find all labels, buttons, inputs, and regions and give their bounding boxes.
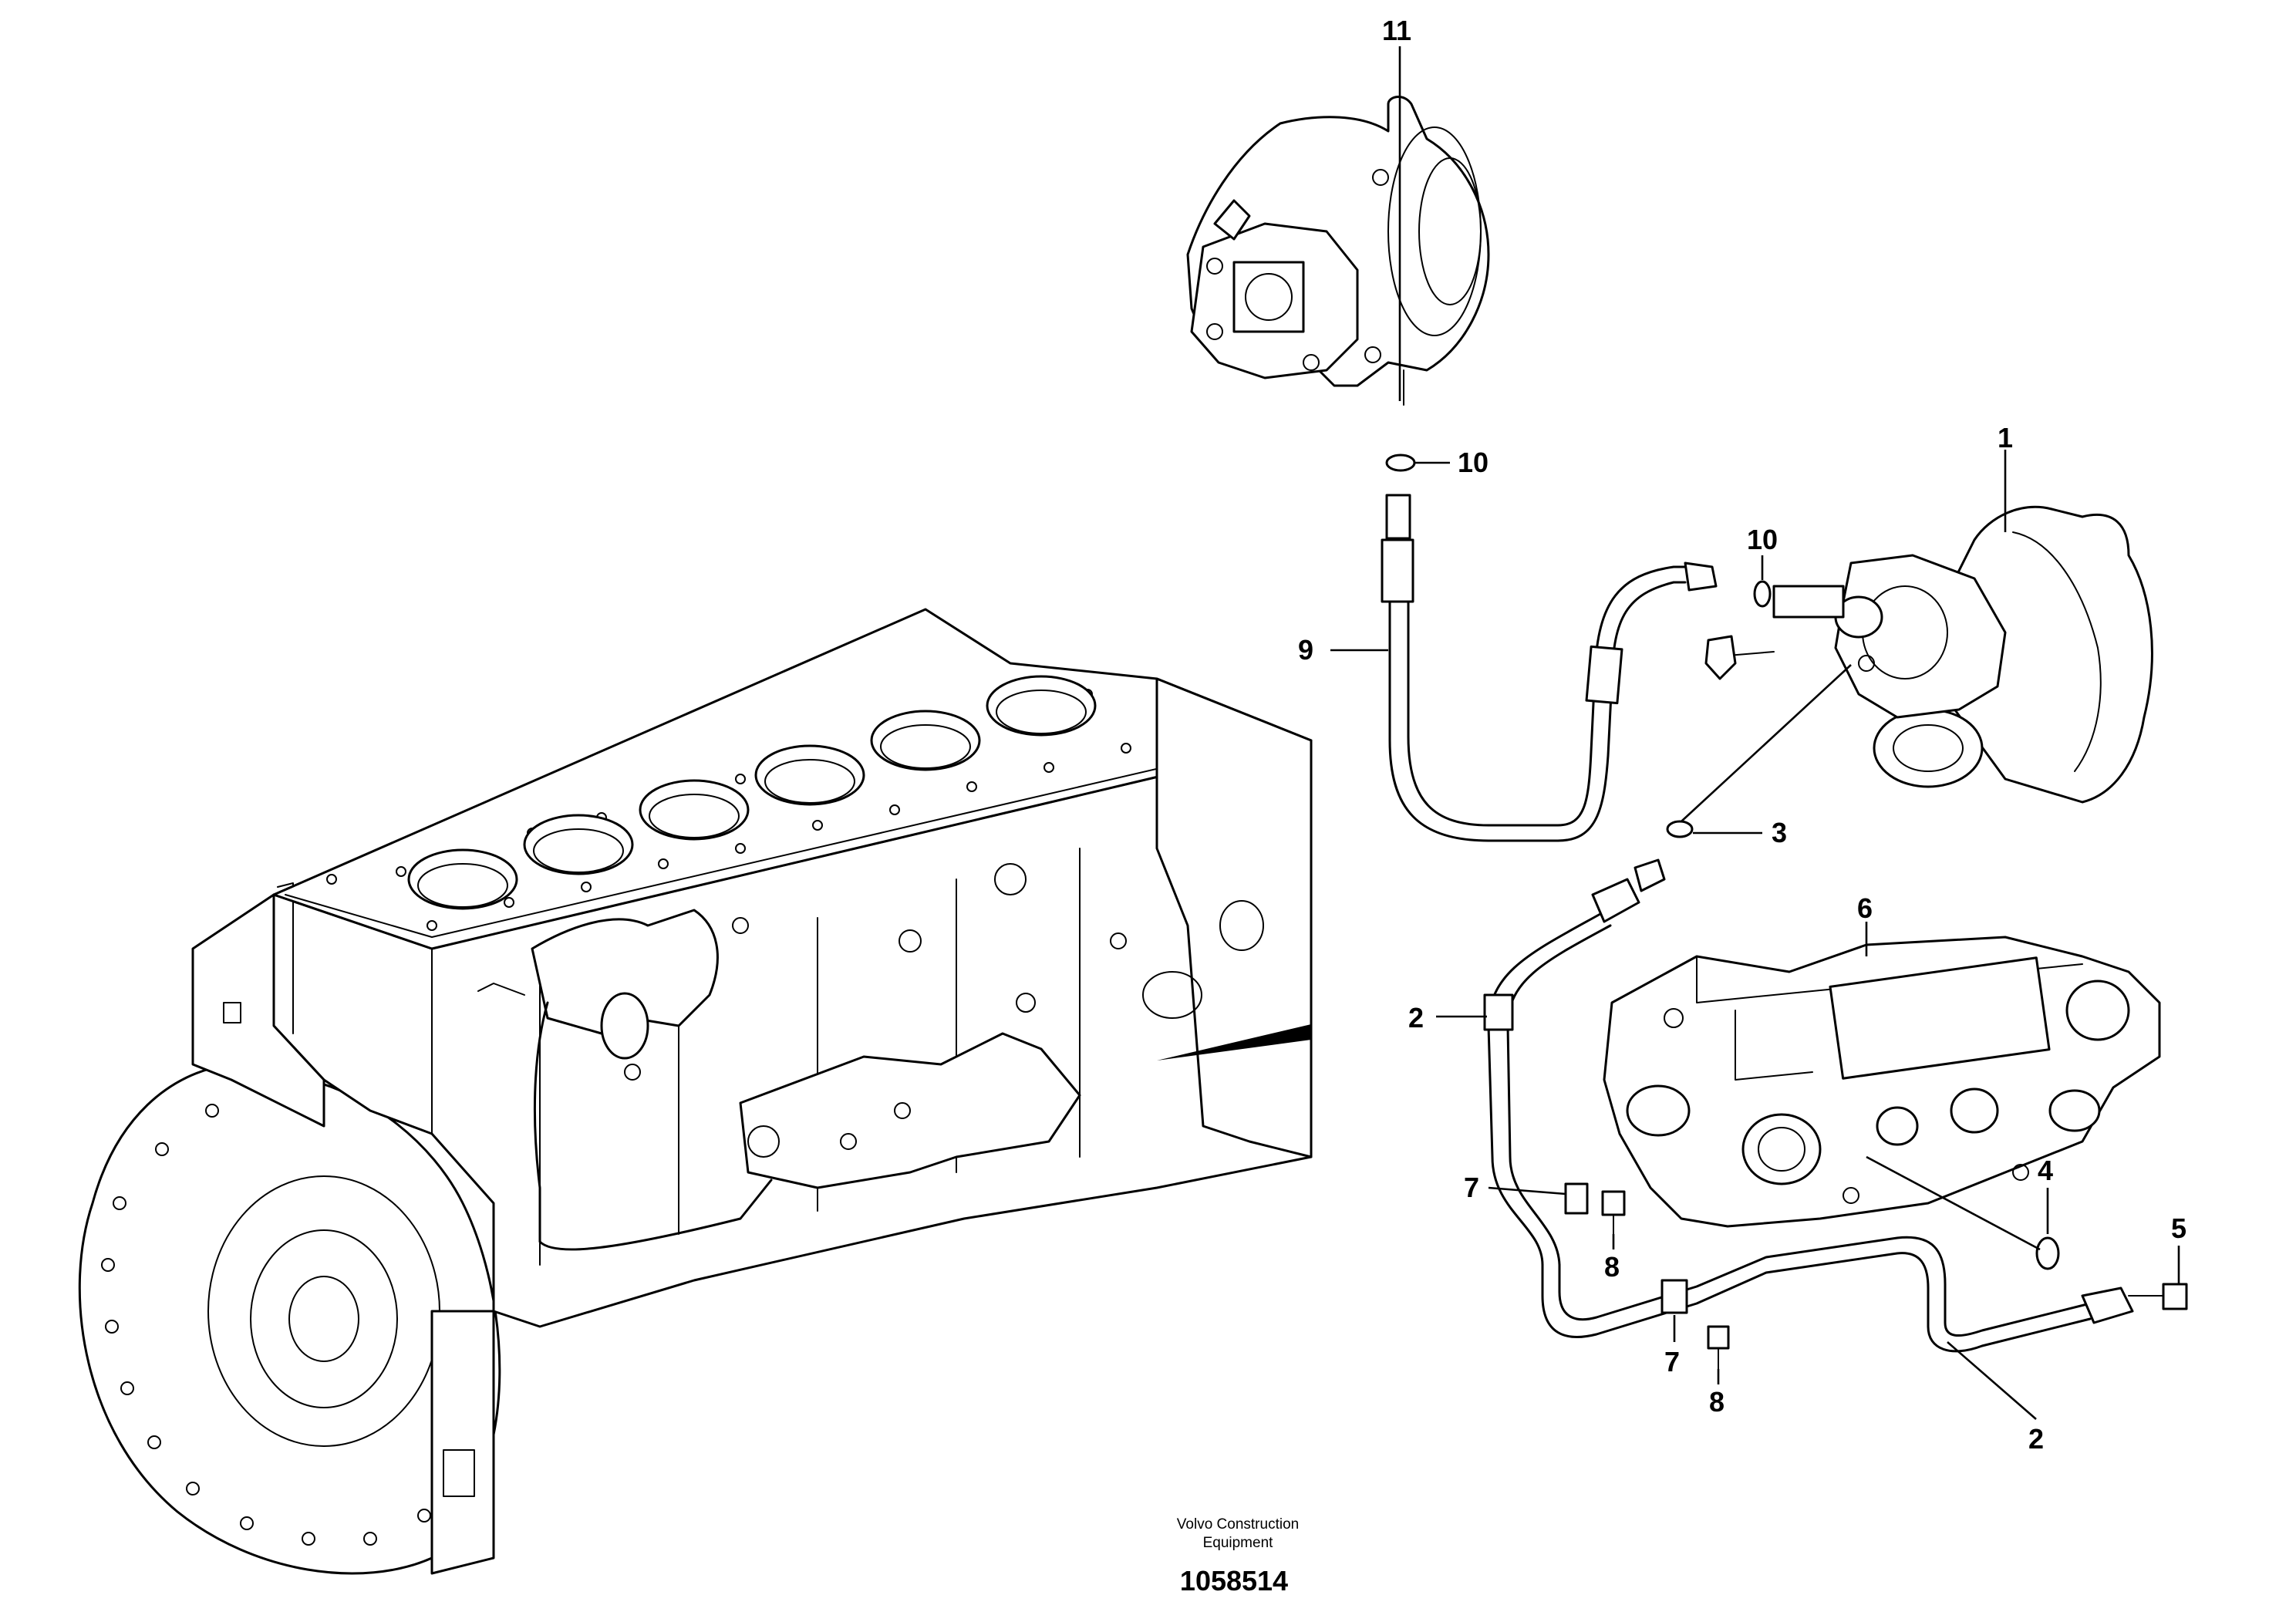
bolt-part-8-upper bbox=[1601, 1190, 1626, 1235]
brand-line-1: Volvo Construction bbox=[1177, 1516, 1299, 1533]
cylinder-bores bbox=[407, 675, 1097, 910]
callout-11: 11 bbox=[1382, 15, 1411, 46]
callout-1: 1 bbox=[1998, 422, 2013, 454]
callout-8-lower: 8 bbox=[1709, 1386, 1725, 1418]
drawing-number: 1058514 bbox=[1180, 1565, 1288, 1597]
washer-part-10-lower bbox=[1753, 580, 1772, 608]
bolt-part-5 bbox=[2128, 1283, 2188, 1310]
callout-3: 3 bbox=[1772, 817, 1787, 848]
detail-pointer-arrow bbox=[1157, 1024, 1311, 1061]
callout-7-upper: 7 bbox=[1464, 1172, 1479, 1203]
component-part-1 bbox=[1704, 505, 2153, 804]
leader-lines bbox=[1330, 46, 2180, 1420]
washer-part-4 bbox=[2035, 1236, 2060, 1270]
callout-4: 4 bbox=[2038, 1155, 2053, 1186]
callout-10-upper: 10 bbox=[1458, 447, 1489, 478]
housing-bolts bbox=[101, 1104, 431, 1546]
pump-part-11 bbox=[1186, 96, 1490, 406]
pipe-part-2 bbox=[1483, 858, 2134, 1353]
callout-2-upper: 2 bbox=[1408, 1002, 1424, 1034]
callout-9: 9 bbox=[1298, 634, 1313, 666]
bolt-part-8-lower bbox=[1707, 1325, 1730, 1370]
callout-5: 5 bbox=[2171, 1212, 2186, 1244]
hose-part-9 bbox=[1381, 494, 1718, 842]
washer-part-10-upper bbox=[1385, 454, 1416, 472]
callout-7-lower: 7 bbox=[1664, 1346, 1680, 1378]
brand-line-2: Equipment bbox=[1203, 1535, 1274, 1551]
callout-2-lower: 2 bbox=[2028, 1423, 2044, 1455]
callout-8-upper: 8 bbox=[1604, 1251, 1620, 1283]
callout-10-lower: 10 bbox=[1747, 524, 1778, 555]
engine-block-illustration bbox=[78, 608, 1313, 1575]
module-part-6 bbox=[1603, 936, 2161, 1228]
callout-6: 6 bbox=[1857, 892, 1873, 924]
pipe-part-3-seal bbox=[1666, 820, 1694, 838]
